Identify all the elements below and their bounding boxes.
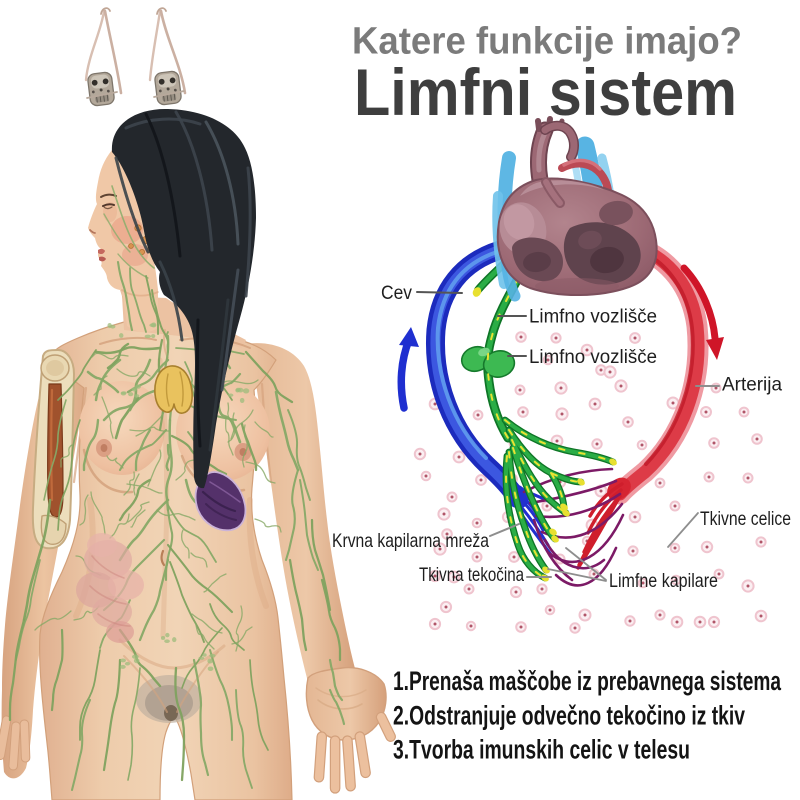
svg-text:Limfni sistem: Limfni sistem bbox=[354, 55, 737, 129]
svg-text:3.Tvorba imunskih celic v tele: 3.Tvorba imunskih celic v telesu bbox=[393, 734, 690, 764]
svg-text:Tkivna tekočina: Tkivna tekočina bbox=[419, 564, 524, 586]
svg-text:Tkivne celice: Tkivne celice bbox=[700, 508, 791, 530]
svg-text:Limfne kapilare: Limfne kapilare bbox=[609, 570, 718, 592]
svg-text:Cev: Cev bbox=[381, 282, 412, 304]
svg-text:Katere funkcije imajo?: Katere funkcije imajo? bbox=[352, 21, 742, 63]
svg-text:Limfno vozlišče: Limfno vozlišče bbox=[529, 306, 657, 328]
svg-text:2.Odstranjuje odvečno tekočino: 2.Odstranjuje odvečno tekočino iz tkiv bbox=[393, 700, 745, 730]
svg-text:Krvna kapilarna mreža: Krvna kapilarna mreža bbox=[332, 530, 489, 552]
svg-text:Arterija: Arterija bbox=[722, 374, 782, 396]
svg-text:1.Prenaša maščobe iz prebavneg: 1.Prenaša maščobe iz prebavnega sistema bbox=[393, 666, 782, 696]
svg-text:Limfno vozlišče: Limfno vozlišče bbox=[529, 346, 657, 368]
